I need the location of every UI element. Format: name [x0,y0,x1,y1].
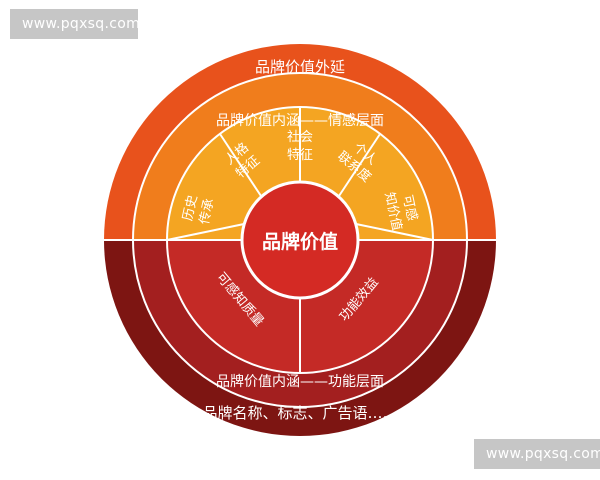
middle-lower-label: 品牌价值内涵——功能层面 [216,373,384,390]
emotional-segment-5-line2: 知价值 [381,191,405,232]
watermark-bottom: www.pqxsq.com [474,439,600,469]
emotional-segment-1-line2: 传承 [197,197,217,226]
emotional-segment-1-line1: 历史 [181,194,201,223]
emotional-segment-5: 可感 知价值 [381,191,420,232]
emotional-segment-5-line1: 可感 [399,194,420,223]
emotional-segment-dividers [166,107,434,241]
outer-lower-label: 品牌名称、标志、广告语…… [202,404,397,422]
emotional-segment-1: 历史 传承 [181,194,218,226]
outer-upper-label: 品牌价值外延 [255,58,345,76]
middle-upper-label: 品牌价值内涵——情感层面 [216,112,384,129]
emotional-segment-3-line1: 社会 [287,129,313,145]
center-label: 品牌价值 [262,230,338,253]
emotional-segment-3-line2: 特征 [287,148,313,163]
center-circle [240,180,360,300]
emotional-segment-3: 社会 特征 [287,129,313,163]
watermark-top: www.pqxsq.com [10,9,140,39]
